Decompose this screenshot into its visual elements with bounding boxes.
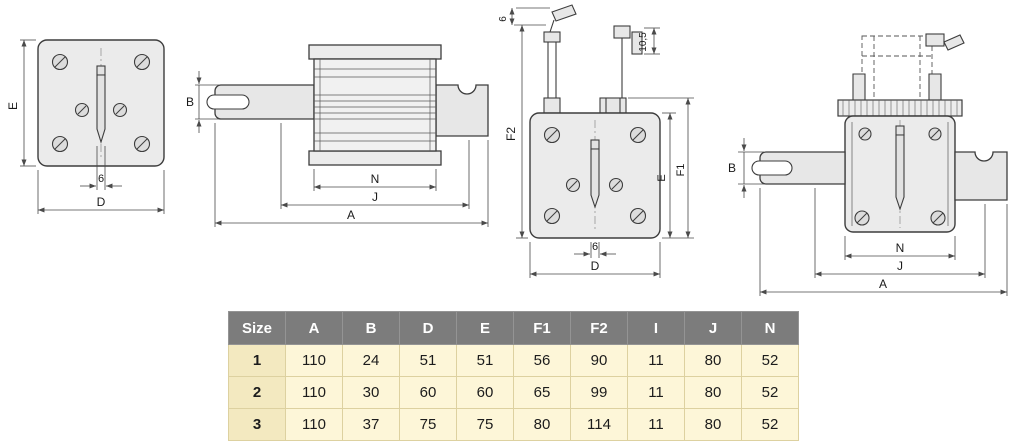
dimension-lines: [509, 7, 694, 278]
fuse-body-side: [308, 44, 442, 166]
body-edge-lines: [851, 122, 949, 226]
cell-size: 3: [228, 408, 286, 441]
table-header-row: Size A B D E F1 F2 I J N: [228, 311, 799, 345]
col-header-e: E: [456, 311, 514, 345]
col-header-f2: F2: [570, 311, 628, 345]
screw-slots: [546, 129, 644, 222]
dim-label-d: D: [591, 259, 600, 273]
cell-value: 75: [456, 408, 514, 441]
dim-label-10-5: 10,5: [638, 32, 649, 52]
cell-value: 30: [342, 376, 400, 409]
col-header-b: B: [342, 311, 400, 345]
body-ribs: [314, 59, 436, 151]
cell-value: 52: [741, 376, 799, 409]
table-row-size-2: 2 110 30 60 60 65 99 11 80 52: [228, 376, 799, 409]
dimension-lines: [195, 71, 489, 227]
col-header-a: A: [285, 311, 343, 345]
front-view-drawing: E 6 D: [8, 39, 165, 214]
ribbed-cap: [837, 99, 963, 117]
center-blade: [96, 65, 106, 144]
indicator-hidden-lines: [861, 35, 933, 101]
dim-label-f1: F1: [675, 164, 687, 177]
cell-value: 110: [285, 344, 343, 377]
col-header-n: N: [741, 311, 799, 345]
cell-value: 80: [684, 344, 742, 377]
dim-label-j: J: [897, 259, 903, 273]
table-row-size-3: 3 110 37 75 75 80 114 11 80 52: [228, 408, 799, 441]
cell-value: 37: [342, 408, 400, 441]
cell-size: 1: [228, 344, 286, 377]
cell-value: 11: [627, 408, 685, 441]
dim-label-b: B: [728, 161, 736, 175]
cell-value: 90: [570, 344, 628, 377]
side-view-drawing: B N J A: [186, 44, 489, 227]
cell-value: 80: [513, 408, 571, 441]
front-view-with-indicator-drawing: 6 10,5 F2 E F1 6 D: [498, 4, 694, 278]
dim-label-j: J: [372, 190, 378, 204]
dimension-lines: [738, 138, 1008, 296]
cell-value: 56: [513, 344, 571, 377]
dim-label-b: B: [186, 95, 194, 109]
dim-label-a: A: [879, 277, 887, 291]
center-blade: [895, 125, 905, 211]
blade-slot: [751, 160, 793, 176]
col-header-j: J: [684, 311, 742, 345]
dim-label-6-top: 6: [498, 16, 509, 22]
dim-label-e: E: [8, 102, 20, 110]
cell-value: 60: [399, 376, 457, 409]
cell-value: 11: [627, 344, 685, 377]
cell-value: 11: [627, 376, 685, 409]
cell-value: 60: [456, 376, 514, 409]
cell-value: 75: [399, 408, 457, 441]
cell-value: 51: [456, 344, 514, 377]
indicator-brackets: [852, 33, 965, 101]
cell-value: 52: [741, 408, 799, 441]
center-blade: [590, 139, 600, 209]
cell-value: 65: [513, 376, 571, 409]
dimension-table: Size A B D E F1 F2 I J N 1 110 24 51 51 …: [228, 311, 799, 441]
dim-label-d: D: [97, 195, 106, 209]
cap-hatching: [842, 100, 958, 116]
cell-value: 51: [399, 344, 457, 377]
col-header-d: D: [399, 311, 457, 345]
dim-label-e: E: [656, 174, 668, 181]
screw-slots: [856, 129, 944, 224]
dim-label-a: A: [347, 208, 355, 222]
screw-slots: [54, 56, 148, 150]
col-header-i: I: [627, 311, 685, 345]
table-row-size-1: 1 110 24 51 51 56 90 11 80 52: [228, 344, 799, 377]
dim-label-n: N: [371, 172, 380, 186]
dim-label-6: 6: [592, 241, 598, 253]
blade-contacts: [759, 151, 1008, 201]
blade-slot: [206, 94, 250, 110]
col-header-size: Size: [228, 311, 286, 345]
side-view-with-indicator-drawing: B N J A: [728, 33, 1008, 296]
cell-value: 114: [570, 408, 628, 441]
dim-label-f2: F2: [504, 127, 518, 141]
cell-size: 2: [228, 376, 286, 409]
cell-value: 110: [285, 408, 343, 441]
dim-label-n: N: [896, 241, 905, 255]
blade-contacts: [214, 84, 489, 137]
cell-value: 24: [342, 344, 400, 377]
cell-value: 80: [684, 408, 742, 441]
dimension-lines: [20, 39, 165, 214]
cell-value: 110: [285, 376, 343, 409]
cell-value: 80: [684, 376, 742, 409]
cell-value: 99: [570, 376, 628, 409]
col-header-f1: F1: [513, 311, 571, 345]
striker-mechanism: [543, 4, 643, 114]
dim-label-6: 6: [98, 173, 104, 185]
cell-value: 52: [741, 344, 799, 377]
